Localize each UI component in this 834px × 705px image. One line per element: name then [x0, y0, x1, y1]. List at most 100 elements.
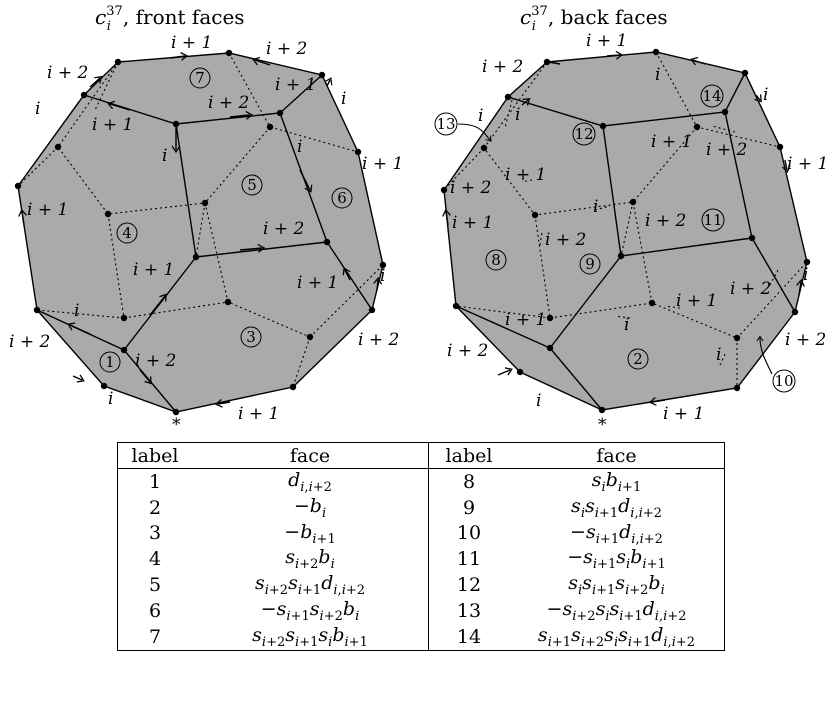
edge-label: i	[380, 266, 385, 286]
edge-label: i + 1	[586, 31, 627, 51]
edge-label: i + 1	[787, 154, 828, 174]
edge-label: i	[624, 315, 629, 335]
face-marker-1: 1	[99, 351, 121, 373]
front-solid-edges	[36, 74, 373, 413]
svg-text:4: 4	[122, 224, 132, 242]
edge-label: i + 2	[545, 230, 586, 250]
edge-label: i	[803, 265, 808, 285]
face-marker-11: 11	[701, 208, 725, 232]
row-face-cell: −bi	[293, 494, 327, 521]
edge-label: i + 2	[263, 219, 304, 239]
face-marker-12: 12	[572, 122, 596, 146]
svg-text:11: 11	[703, 211, 722, 229]
row-face-cell: di,i+2	[288, 469, 332, 495]
edge-label: i	[716, 345, 721, 365]
svg-text:12: 12	[574, 125, 593, 143]
edge-label: i + 2	[645, 211, 686, 231]
row-label-cell: 11	[428, 546, 509, 573]
svg-text:13: 13	[436, 115, 455, 133]
edge-label: i	[108, 389, 113, 409]
edge-label: i + 2	[208, 93, 249, 113]
row-label-cell: 4	[148, 548, 162, 571]
edge-label: i + 2	[482, 57, 523, 77]
face-marker-9: 9	[579, 253, 601, 275]
edge-label: i + 2	[706, 140, 747, 160]
back-edge-labels: i + 1 i + 2 i i i i i + 1 i + 2 i + 1 i …	[447, 31, 828, 435]
face-marker-10: 10	[772, 369, 796, 393]
row-label-cell: 14	[428, 623, 509, 651]
edge-label: i + 2	[47, 63, 88, 83]
edge-label: i	[515, 105, 520, 125]
edge-label: i + 1	[171, 33, 212, 53]
edge-label: i + 1	[676, 291, 717, 311]
row-face-cell: si+2bi	[285, 546, 335, 573]
edge-label: i + 1	[362, 154, 403, 174]
svg-text:10: 10	[774, 372, 793, 390]
row-face-cell: −si+1sibi+1	[567, 546, 666, 573]
row-face-cell: sisi+1di,i+2	[571, 494, 662, 521]
face-marker-3: 3	[240, 326, 262, 348]
row-face-cell: sibi+1	[591, 469, 642, 495]
edge-label: i + 1	[238, 404, 279, 424]
front-outline-arrows	[18, 52, 383, 408]
edge-label: i + 2	[785, 330, 826, 350]
front-silhouette	[17, 52, 384, 413]
row-label-cell: 8	[428, 468, 509, 495]
edge-label: i	[162, 146, 167, 166]
row-face-cell: si+2si+1sibi+1	[252, 623, 368, 650]
svg-text:1: 1	[105, 353, 115, 371]
back-outline-arrows	[442, 50, 805, 406]
row-label-cell: 3	[148, 522, 162, 545]
face-marker-7: 7	[189, 67, 211, 89]
face-marker-2: 2	[627, 348, 649, 370]
back-solid-edges	[455, 61, 796, 411]
row-face-cell: −bi+1	[284, 520, 336, 547]
header-label: label	[117, 442, 192, 469]
edge-label: i + 2	[447, 341, 488, 361]
svg-text:8: 8	[491, 251, 501, 269]
back-pointers	[457, 123, 773, 375]
svg-text:9: 9	[585, 255, 595, 273]
edge-label: i	[655, 65, 660, 85]
front-face-markers: 1 3 4 5 6 7	[99, 67, 353, 373]
header-face: face	[192, 442, 429, 469]
edge-label: *	[598, 415, 607, 435]
front-vertices	[14, 49, 387, 416]
header-face: face	[509, 442, 725, 469]
back-face-markers: 2 8 9 10 11 12 13 14	[434, 84, 796, 393]
row-label-cell: 5	[148, 574, 162, 597]
row-face-cell: −si+1si+2bi	[260, 597, 360, 624]
face-marker-6: 6	[331, 187, 353, 209]
edge-label: i	[478, 106, 483, 126]
face-marker-13: 13	[434, 112, 458, 136]
back-silhouette	[443, 51, 808, 411]
row-label-cell: 7	[148, 625, 162, 648]
edge-label: i	[763, 85, 768, 105]
edge-label: i + 1	[275, 75, 316, 95]
edge-label: i + 1	[663, 404, 704, 424]
face-marker-14: 14	[700, 84, 724, 108]
edge-label: i + 2	[266, 39, 307, 59]
edge-label: i + 1	[505, 310, 546, 330]
front-edge-labels: i + 1 i + 2 i + 2 i + 1 i + 2 i + 1 i i …	[9, 33, 403, 435]
row-face-cell: si+1si+2sisi+1di,i+2	[537, 623, 696, 650]
table-header-row: label face label face	[117, 442, 725, 469]
edge-label: i	[593, 197, 598, 217]
row-face-cell: −si+1di,i+2	[570, 520, 663, 547]
edge-label: i	[35, 99, 40, 119]
edge-label: i + 1	[297, 273, 338, 293]
row-label-cell: 13	[428, 597, 509, 624]
svg-text:6: 6	[337, 189, 347, 207]
edge-label: i	[297, 137, 302, 157]
svg-text:5: 5	[247, 176, 257, 194]
